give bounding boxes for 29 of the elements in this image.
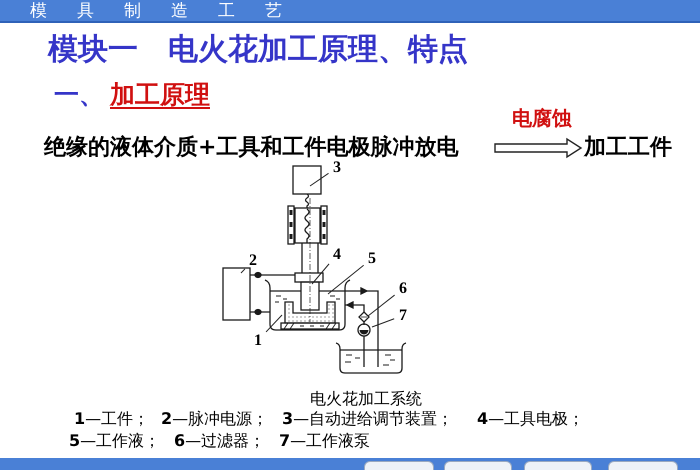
callout-number: 4 xyxy=(331,246,343,263)
part-list-item: 7—工作液泵 xyxy=(279,431,370,451)
course-title: 模具制造工艺 xyxy=(30,1,312,21)
leader-line xyxy=(312,263,330,284)
callout-number: 5 xyxy=(366,250,378,267)
edge-label: 电腐蚀 xyxy=(512,106,572,130)
leader-line xyxy=(266,314,282,332)
figure-caption: 电火花加工系统 xyxy=(309,389,423,409)
callout-number: 1 xyxy=(252,332,264,349)
part-list-item: 5—工作液； xyxy=(69,431,160,451)
leader-line xyxy=(368,294,396,316)
leader-line xyxy=(310,172,330,186)
callout-number: 6 xyxy=(397,280,409,297)
callout-number: 7 xyxy=(397,307,409,324)
hollow-arrow xyxy=(494,138,582,158)
part-list-item: 4—工具电极； xyxy=(477,409,584,429)
section-number: 一、 xyxy=(54,80,104,110)
slide-title: 模块一 电火花加工原理、特点 xyxy=(48,32,468,68)
leader-line xyxy=(240,268,246,274)
part-list-item: 1—工件； xyxy=(74,409,150,429)
section-heading: 加工原理 xyxy=(110,80,210,110)
callout-number: 3 xyxy=(331,159,343,176)
part-list-item: 3—自动进给调节装置； xyxy=(282,409,454,429)
result-text: 加工工件 xyxy=(584,133,680,163)
leader-line xyxy=(328,264,364,294)
part-list-item: 2—脉冲电源； xyxy=(161,409,268,429)
callout-number: 2 xyxy=(247,252,259,269)
leader-line xyxy=(372,318,395,328)
part-list-item: 6—过滤器； xyxy=(174,431,266,451)
